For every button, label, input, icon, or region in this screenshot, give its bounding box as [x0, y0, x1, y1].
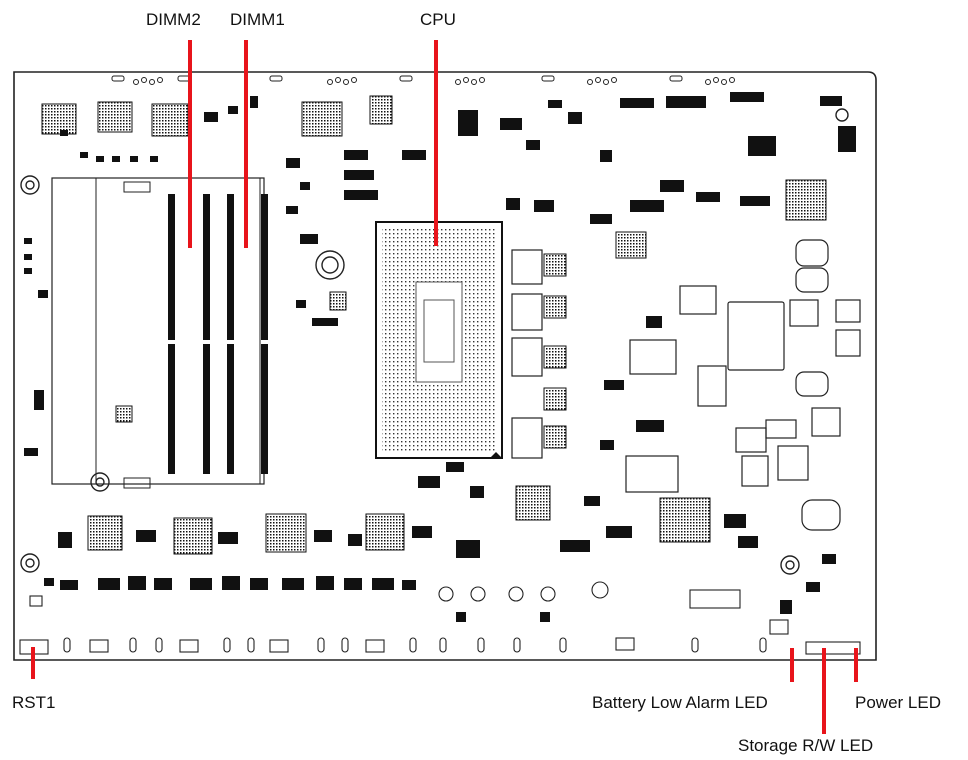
- top-edge-pads: [111, 75, 735, 85]
- dimm1-leader: [244, 40, 248, 248]
- power-components: [511, 239, 861, 531]
- power-led-leader: [854, 648, 858, 682]
- cpu-leader: [434, 40, 438, 246]
- small-components: [24, 92, 856, 622]
- bottom-chips: [87, 513, 405, 555]
- rst1-label: RST1: [12, 693, 56, 712]
- dimm2-leader: [188, 40, 192, 248]
- storage-led-leader: [822, 648, 826, 734]
- dimm1-label: DIMM1: [230, 10, 285, 29]
- battery-led-leader: [790, 648, 794, 682]
- cpu-package: [375, 221, 503, 459]
- dimm2-label: DIMM2: [146, 10, 201, 29]
- callout-leaders: [31, 40, 858, 734]
- bottom-connectors: [19, 581, 861, 655]
- mid-chips: [115, 179, 827, 543]
- battery-low-alarm-led-label: Battery Low Alarm LED: [592, 693, 768, 712]
- mounting-holes: [20, 108, 849, 575]
- storage-rw-led-label: Storage R/W LED: [738, 736, 874, 755]
- rst1-leader: [31, 647, 35, 679]
- dimm-area: [51, 177, 268, 489]
- cpu-label: CPU: [420, 10, 456, 29]
- board-outline: [13, 71, 877, 661]
- top-left-chips: [41, 95, 393, 137]
- power-led-label: Power LED: [855, 693, 941, 712]
